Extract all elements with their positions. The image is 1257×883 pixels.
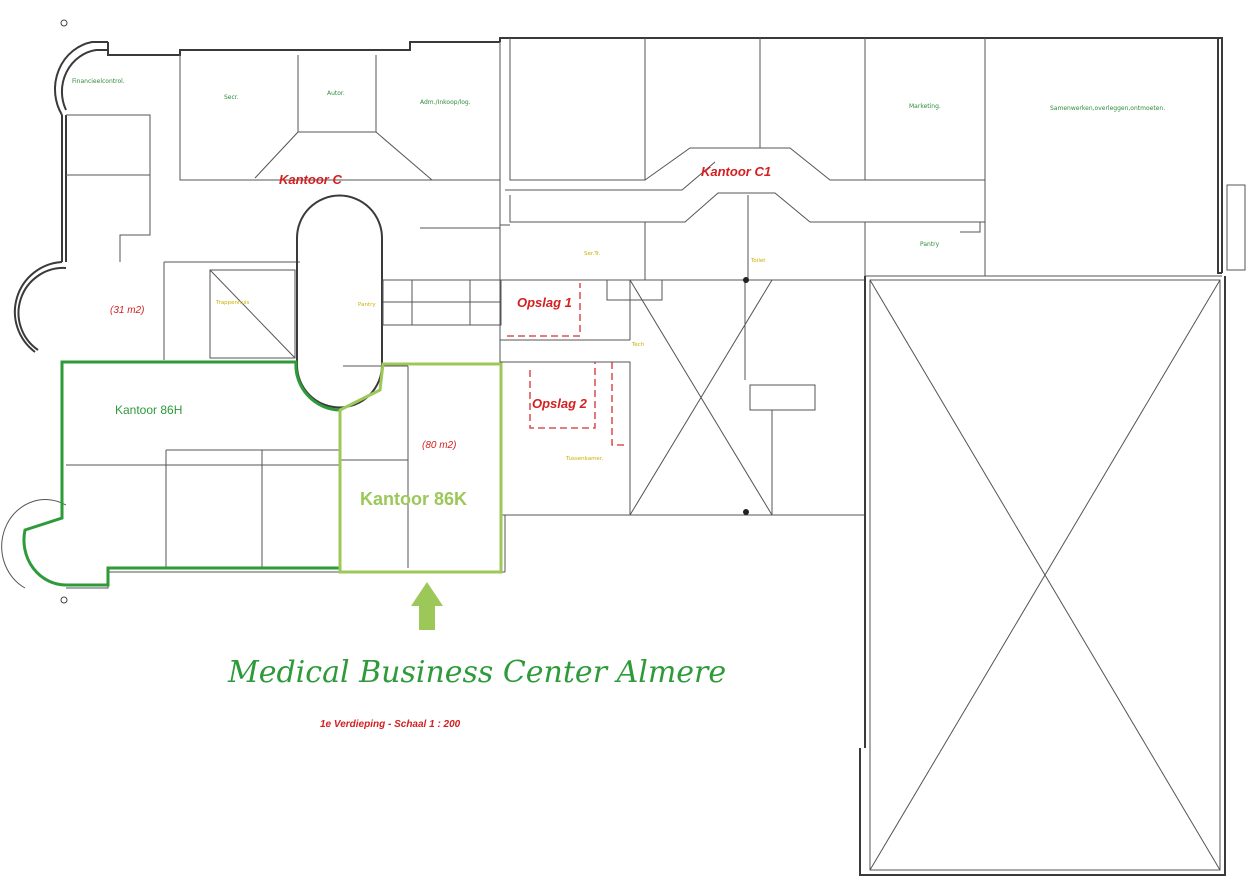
label-finance: Financieelcontrol.	[72, 78, 125, 85]
label-pantry: Pantry	[920, 241, 940, 248]
label-toilet: Toilet	[750, 258, 766, 264]
label-opslag-1: Opslag 1	[517, 295, 572, 310]
label-kantoor-c1: Kantoor C1	[701, 164, 771, 179]
label-area-31: (31 m2)	[110, 305, 144, 316]
label-tussen: Tussenkamer.	[565, 456, 604, 462]
unit-86h-outline	[22, 360, 342, 587]
label-samenwerken: Samenwerken,overleggen,ontmoeten.	[1050, 105, 1165, 112]
arrow-up-icon	[411, 582, 443, 630]
unit-86k-outline	[338, 362, 503, 574]
plan-title: Medical Business Center Almere	[227, 655, 726, 690]
plan-subtitle: 1e Verdieping - Schaal 1 : 200	[320, 719, 461, 730]
label-opslag-2: Opslag 2	[532, 396, 588, 411]
label-serv: Ser.Tr.	[584, 251, 601, 257]
label-pantry-small: Pantry	[358, 302, 376, 308]
storage-2-outline	[529, 362, 625, 446]
label-adm: Adm./Inkoop/log.	[420, 99, 471, 106]
storage-1-outline	[507, 283, 581, 337]
label-autor: Autor.	[327, 90, 345, 97]
label-kantoor-c: Kantoor C	[279, 172, 342, 187]
label-tech: Tech	[631, 342, 645, 348]
label-kantoor-86h: Kantoor 86H	[115, 403, 182, 417]
label-secr: Secr.	[224, 94, 239, 101]
label-kantoor-86k: Kantoor 86K	[360, 489, 467, 509]
label-area-80: (80 m2)	[422, 440, 456, 451]
label-marketing: Marketing.	[909, 103, 941, 110]
building-walls	[1, 37, 1246, 876]
label-trap: Trappenhuis	[215, 300, 250, 306]
